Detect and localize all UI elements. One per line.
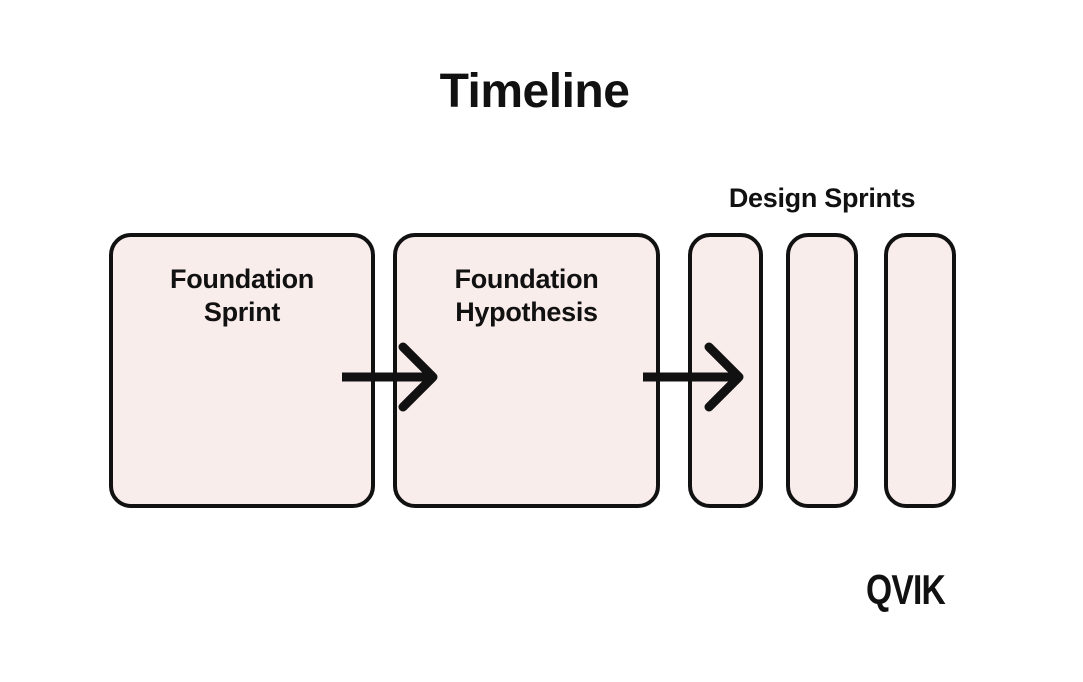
foundation-sprint-label: Foundation Sprint xyxy=(170,264,314,327)
design-sprint-box-1 xyxy=(688,233,763,508)
page-title: Timeline xyxy=(439,65,630,118)
foundation-hypothesis-label: Foundation Hypothesis xyxy=(454,264,599,327)
design-sprints-label: Design Sprints xyxy=(728,183,916,213)
design-sprint-box-2 xyxy=(786,233,858,508)
foundation-hypothesis-box: Foundation Hypothesis xyxy=(393,233,660,508)
design-sprint-box-3 xyxy=(884,233,956,508)
foundation-sprint-box: Foundation Sprint xyxy=(109,233,375,508)
qvik-logo: QVIK xyxy=(866,566,946,613)
